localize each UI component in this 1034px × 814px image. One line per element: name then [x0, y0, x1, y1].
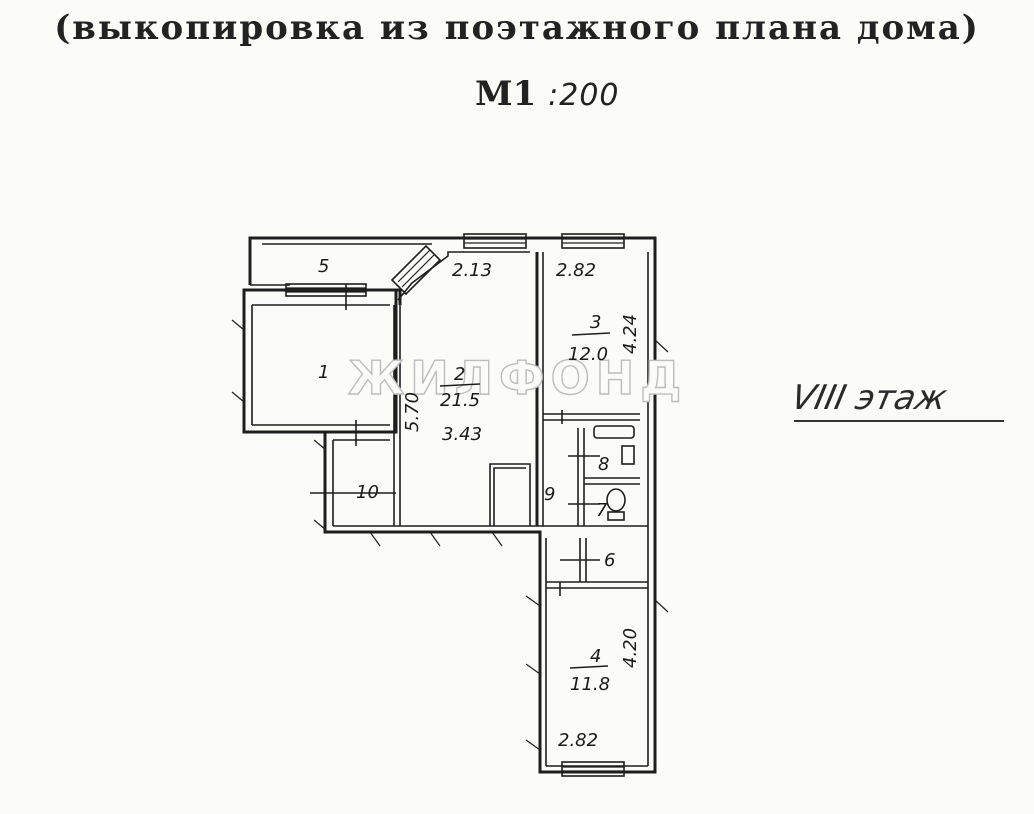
- watermark: ЖИЛФОНД: [348, 351, 687, 405]
- room-9-number: 9: [544, 484, 555, 505]
- room-10-number: 10: [356, 482, 379, 503]
- door-marks: [310, 284, 600, 596]
- scale-prefix: М1: [475, 74, 537, 114]
- room-6-number: 6: [604, 550, 615, 571]
- room-3-dim-side: 4.24: [620, 314, 641, 354]
- room-7-number: 7: [596, 500, 608, 521]
- room-1-number: 1: [318, 362, 329, 383]
- balcony-door: [390, 244, 442, 296]
- bathroom-fixtures: [593, 425, 635, 521]
- room-3-area: 12.0: [568, 344, 608, 365]
- room-2-number: 2: [454, 364, 465, 385]
- room-2-area: 21.5: [440, 390, 480, 411]
- scale-value: :200: [548, 78, 620, 113]
- room-2-fraction-line: [439, 383, 481, 387]
- floor-note-underline: [794, 420, 1004, 422]
- balcony-outline: [248, 236, 440, 286]
- interior-partitions: [489, 252, 648, 589]
- room-2-height: 3.43: [442, 424, 482, 445]
- room-8-number: 8: [598, 454, 609, 475]
- room-4-dim-bottom: 2.82: [558, 730, 598, 751]
- room-2-dim-side: 5.70: [402, 392, 423, 432]
- room-5-number: 5: [318, 256, 329, 277]
- room-4-area: 11.8: [570, 674, 610, 695]
- exterior-wall-ticks: [231, 319, 669, 751]
- room-4-fraction-line: [569, 665, 609, 669]
- document-title: (выкопировка из поэтажного плана дома): [54, 8, 980, 48]
- room-3-fraction-line: [571, 332, 611, 336]
- room-4-dim-side: 4.20: [620, 628, 641, 668]
- room-2-dim-top: 2.13: [452, 260, 492, 281]
- window-room-3: [561, 233, 625, 249]
- scale-label: М1 :200: [475, 74, 620, 114]
- room-1-outline: [242, 283, 402, 434]
- window-room-4: [561, 761, 625, 777]
- window-room-2: [463, 233, 527, 249]
- room-3-dim-top: 2.82: [556, 260, 596, 281]
- room-3-number: 3: [590, 312, 601, 333]
- room-4-number: 4: [590, 646, 601, 667]
